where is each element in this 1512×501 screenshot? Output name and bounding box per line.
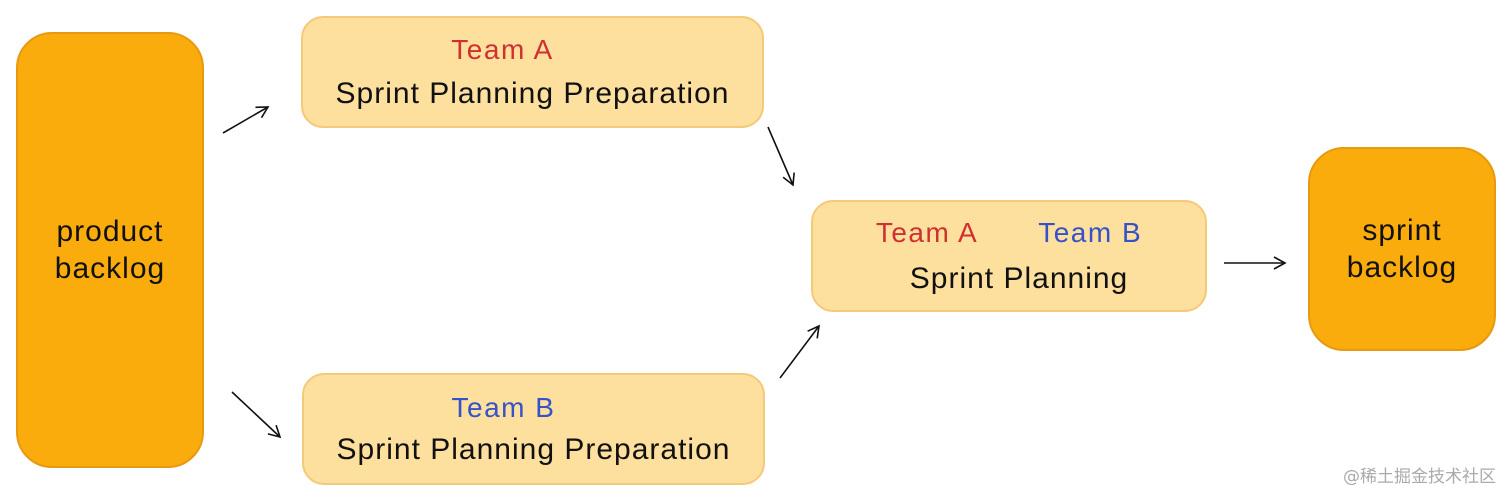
planning-team-b-label: Team B	[1038, 216, 1143, 248]
sprint-backlog-line1: sprint	[1362, 213, 1442, 247]
arrow-prep-b-to-planning	[779, 324, 821, 379]
product-backlog-line1: product	[56, 214, 164, 248]
product-backlog-box: product backlog	[16, 32, 204, 468]
team-a-label: Team A	[451, 33, 554, 65]
sprint-backlog-box: sprint backlog	[1308, 147, 1496, 351]
team-b-prep-title: Sprint Planning Preparation	[336, 432, 731, 466]
team-b-label: Team B	[451, 391, 556, 423]
team-a-prep-box: Team A Sprint Planning Preparation	[301, 16, 764, 128]
planning-team-a-label: Team A	[875, 216, 979, 248]
sprint-planning-title: Sprint Planning	[909, 261, 1129, 295]
watermark: @稀土掘金技术社区	[1343, 467, 1496, 487]
product-backlog-line2: backlog	[54, 252, 166, 285]
team-a-prep-title: Sprint Planning Preparation	[335, 76, 730, 110]
arrow-backlog-to-prep-b	[231, 391, 282, 439]
arrow-prep-a-to-planning	[767, 126, 795, 187]
sprint-backlog-line2: backlog	[1346, 251, 1458, 284]
team-b-prep-box: Team B Sprint Planning Preparation	[302, 373, 765, 485]
arrow-backlog-to-prep-a	[222, 106, 270, 134]
sprint-planning-box: Team A Team B Sprint Planning	[811, 200, 1207, 312]
